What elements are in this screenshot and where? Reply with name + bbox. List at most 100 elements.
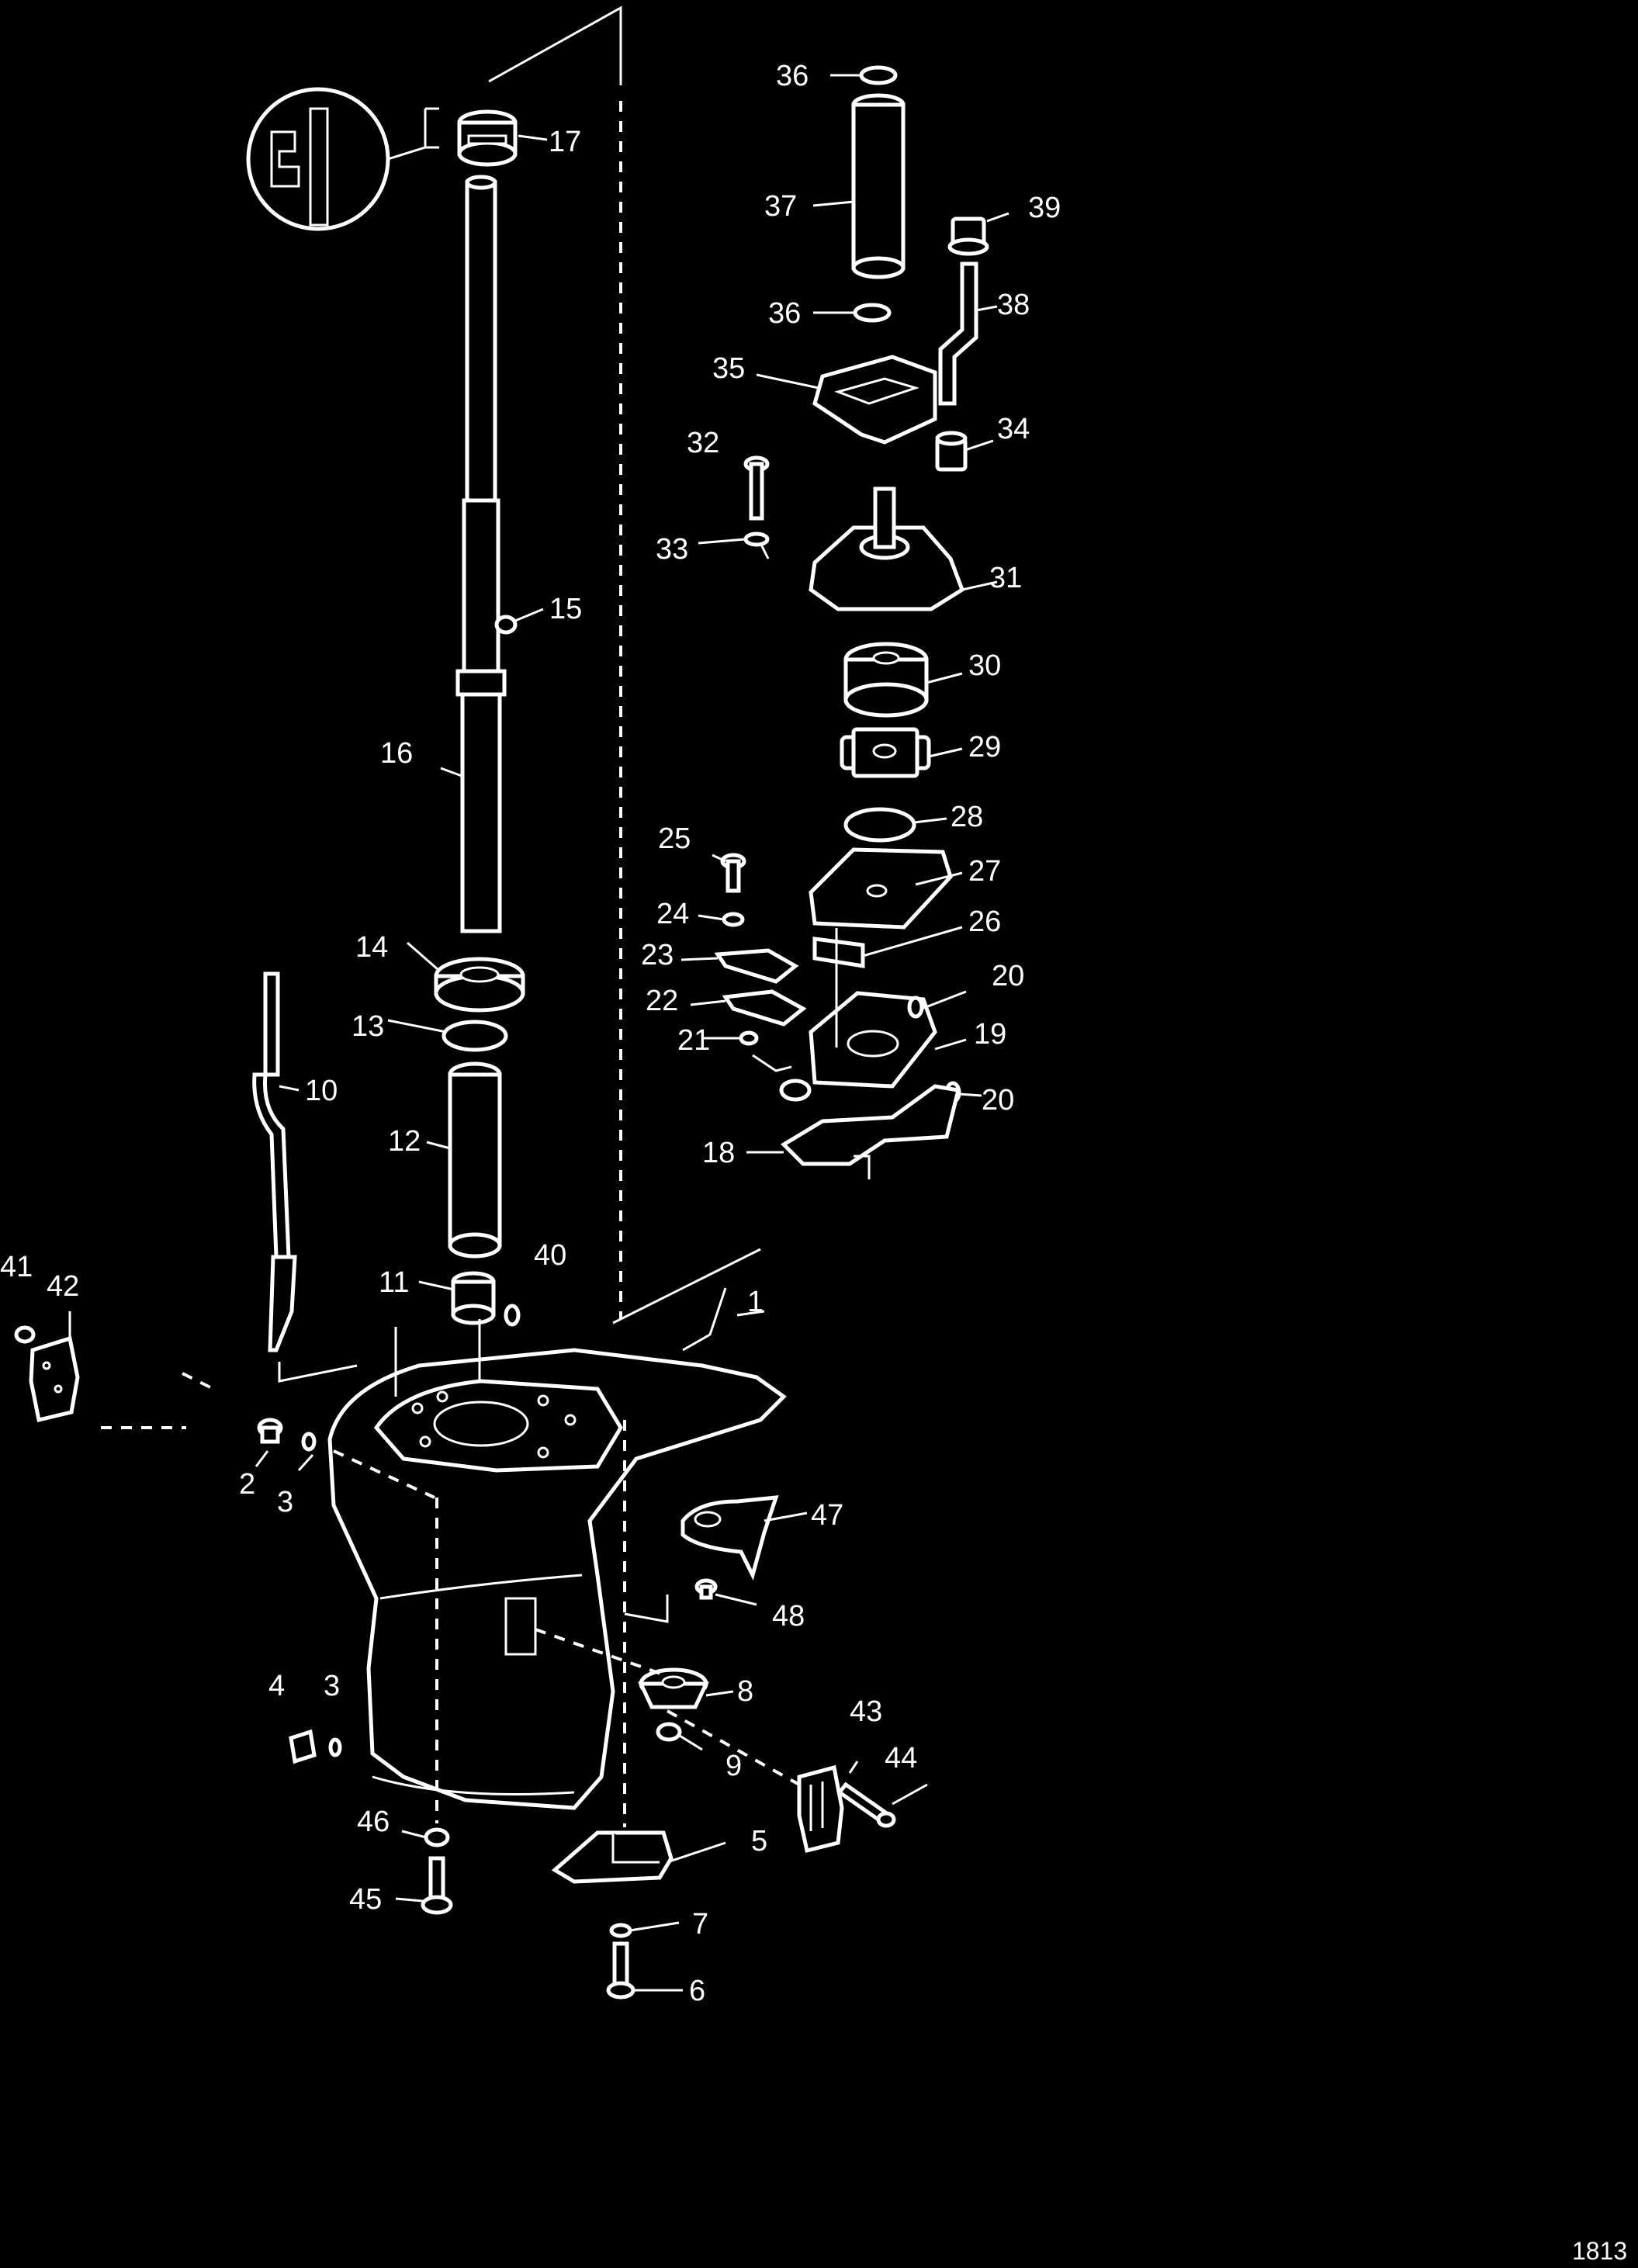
part-7-washer xyxy=(609,1923,632,1938)
part-31-pump-housing xyxy=(809,486,965,611)
part-35-seal-plate xyxy=(812,355,937,445)
part-2-plug xyxy=(257,1418,283,1444)
part-22-bracket xyxy=(722,989,807,1027)
callout-24: 24 xyxy=(656,898,689,930)
callout-36: 36 xyxy=(776,60,809,92)
callout-17: 17 xyxy=(549,126,581,158)
callout-13: 13 xyxy=(351,1010,384,1043)
callout-9: 9 xyxy=(725,1750,742,1782)
callout-leaders xyxy=(68,74,1009,1992)
part-5-skeg-plate xyxy=(551,1830,674,1884)
callout-11: 11 xyxy=(379,1266,409,1299)
part-25-screw xyxy=(720,853,746,893)
part-36-o-ring-top xyxy=(859,65,898,85)
callout-21: 21 xyxy=(677,1024,710,1057)
part-28-o-ring xyxy=(843,807,916,843)
callout-16: 16 xyxy=(380,737,413,770)
part-44-screw xyxy=(836,1782,896,1828)
part-41-nut xyxy=(14,1325,36,1344)
part-21-washer xyxy=(739,1030,759,1046)
part-8-anode xyxy=(638,1667,709,1709)
part-3-washer-upper xyxy=(301,1432,317,1452)
callout-3: 3 xyxy=(277,1486,293,1518)
part-23-clip xyxy=(714,948,799,984)
callout-5: 5 xyxy=(751,1825,767,1858)
callout-47: 47 xyxy=(811,1499,843,1532)
callout-12: 12 xyxy=(388,1125,421,1158)
part-43-bracket xyxy=(797,1764,844,1854)
callout-8: 8 xyxy=(737,1675,753,1708)
callout-19: 19 xyxy=(974,1018,1006,1051)
callout-10: 10 xyxy=(305,1075,338,1107)
callout-6: 6 xyxy=(689,1975,705,2007)
figure-number: 1813 xyxy=(1572,2237,1627,2264)
callout-22: 22 xyxy=(646,985,678,1017)
part-48-screw xyxy=(694,1578,718,1600)
part-12-tube xyxy=(448,1061,502,1259)
callout-44: 44 xyxy=(885,1742,917,1775)
part-4-plug xyxy=(289,1729,317,1764)
part-14-bearing xyxy=(434,957,525,1013)
callout-14: 14 xyxy=(355,931,388,964)
callout-3: 3 xyxy=(324,1670,340,1702)
part-26-gasket xyxy=(812,937,865,968)
part-40-dowel xyxy=(504,1304,521,1327)
callout-23: 23 xyxy=(641,939,674,971)
part-20-dowel-upper xyxy=(907,995,924,1019)
callout-45: 45 xyxy=(349,1883,382,1916)
part-37-water-tube xyxy=(851,93,906,279)
part-38-water-tube xyxy=(938,261,978,406)
callout-40: 40 xyxy=(534,1239,566,1272)
callout-34: 34 xyxy=(997,413,1030,445)
part-29-impeller xyxy=(840,727,931,778)
callout-28: 28 xyxy=(951,801,983,833)
callout-41: 41 xyxy=(0,1251,33,1283)
part-9-nut xyxy=(656,1722,682,1742)
part-1-gearcase xyxy=(327,1348,787,1810)
part-27-face-plate xyxy=(809,847,953,930)
part-11-bushing xyxy=(451,1271,496,1325)
callout-26: 26 xyxy=(968,905,1001,938)
callout-46: 46 xyxy=(357,1806,390,1838)
callout-30: 30 xyxy=(968,649,1001,682)
callout-27: 27 xyxy=(968,855,1001,888)
callout-20: 20 xyxy=(982,1084,1014,1117)
part-24-washer xyxy=(722,912,745,927)
callout-48: 48 xyxy=(772,1600,805,1633)
part-6-bolt xyxy=(606,1941,635,2000)
detail-inset xyxy=(246,87,439,231)
part-18-gasket xyxy=(780,1084,961,1166)
part-46-washer xyxy=(424,1827,450,1847)
part-42-bracket xyxy=(29,1335,80,1423)
callout-1: 1 xyxy=(747,1286,764,1318)
callout-38: 38 xyxy=(997,289,1030,321)
part-45-bolt xyxy=(421,1856,453,1915)
part-33-washer xyxy=(743,532,770,547)
callout-4: 4 xyxy=(268,1670,285,1702)
callout-33: 33 xyxy=(656,533,688,566)
part-13-o-ring xyxy=(442,1020,508,1052)
part-3-washer-lower xyxy=(328,1737,342,1757)
part-30-pump-insert xyxy=(843,642,929,718)
callout-18: 18 xyxy=(702,1137,735,1169)
part-39-grommet xyxy=(947,216,989,256)
callout-29: 29 xyxy=(968,731,1001,764)
part-34-grommet xyxy=(935,431,968,472)
part-15-driveshaft xyxy=(455,175,507,933)
callout-31: 31 xyxy=(989,562,1022,594)
part-32-screw xyxy=(743,455,770,521)
part-16-pin xyxy=(494,615,518,635)
assembly-lines xyxy=(101,5,871,1827)
callout-32: 32 xyxy=(687,427,719,459)
part-19-pump-base xyxy=(779,991,937,1102)
part-47-trim-tab xyxy=(680,1495,779,1581)
callout-20: 20 xyxy=(992,960,1024,992)
part-17-seals xyxy=(457,109,518,167)
callout-7: 7 xyxy=(692,1908,708,1941)
part-10-shift-shaft xyxy=(252,971,297,1352)
callout-37: 37 xyxy=(764,190,797,223)
part-36-o-ring-bottom xyxy=(853,303,892,323)
callout-25: 25 xyxy=(658,822,691,855)
